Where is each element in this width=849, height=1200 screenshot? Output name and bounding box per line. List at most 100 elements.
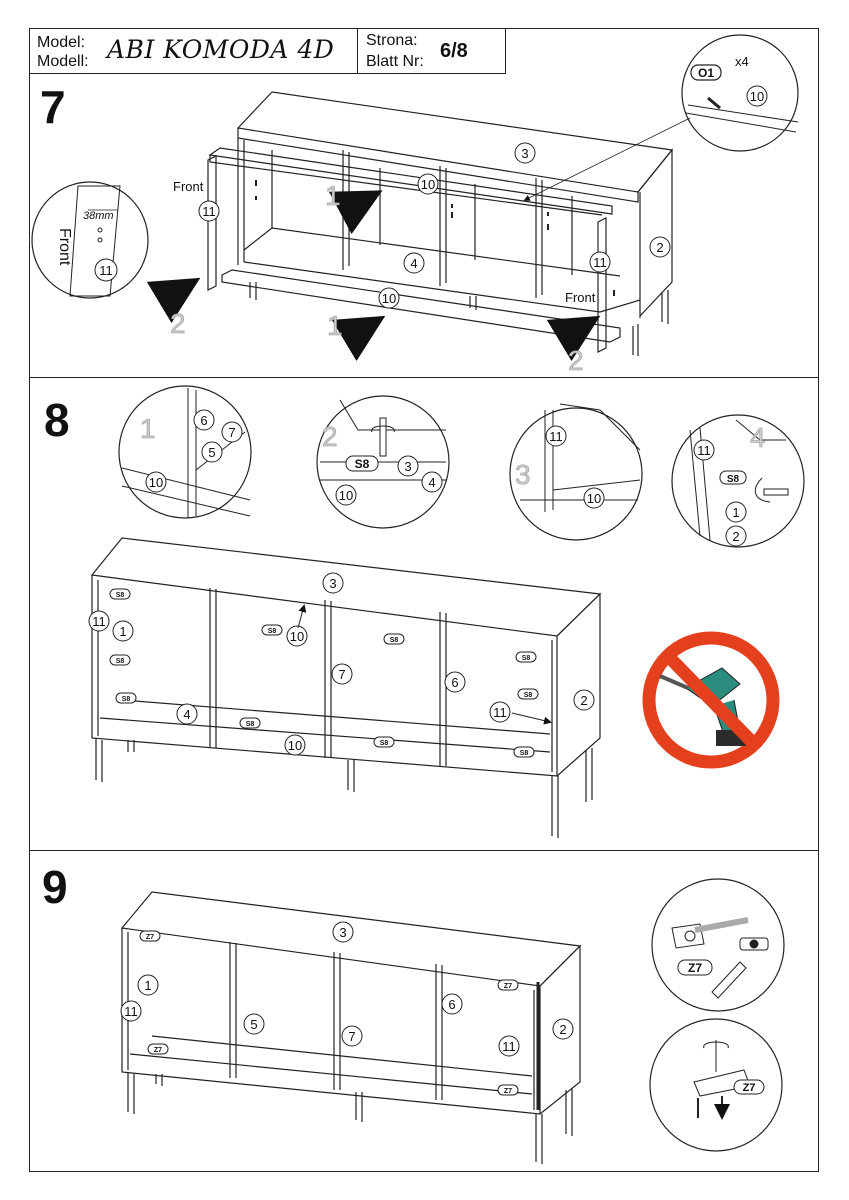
sub-step-number: 1 <box>327 310 343 341</box>
part-label: 4 <box>183 707 190 722</box>
part-label: 2 <box>732 529 739 544</box>
sub-step-number: 2 <box>170 308 186 339</box>
part-label: 4 <box>410 256 417 271</box>
part-label: 11 <box>697 443 711 458</box>
part-label: 11 <box>124 1004 138 1019</box>
section-divider <box>29 377 819 378</box>
step8-detail-circles <box>118 385 805 548</box>
hinge-code: Z7 <box>504 983 512 990</box>
part-label: 1 <box>732 505 739 520</box>
screw-code: S8 <box>524 692 533 699</box>
model-name: ABI KOMODA 4D <box>107 35 335 64</box>
hardware-detail-circle <box>523 34 799 201</box>
detail-lines <box>121 388 786 541</box>
part-label: 5 <box>250 1017 257 1032</box>
push-arrows <box>146 190 601 362</box>
part-label: 1 <box>144 978 151 993</box>
part-label: 11 <box>493 705 507 720</box>
step-number-8: 8 <box>44 394 70 446</box>
part-label: 1 <box>119 624 126 639</box>
hinge-badges <box>139 930 519 1096</box>
hinge-code: Z7 <box>743 1082 756 1094</box>
model-label: Model: <box>37 34 86 51</box>
part-label: 7 <box>338 667 345 682</box>
part-label: 11 <box>502 1039 516 1054</box>
screw-code: S8 <box>727 474 740 485</box>
screw-code: S8 <box>268 628 277 635</box>
front-label: Front <box>173 179 204 194</box>
screw-code: S8 <box>116 658 125 665</box>
screw-code: S8 <box>522 655 531 662</box>
front-detail-label: Front <box>56 228 73 266</box>
part-label: 10 <box>421 177 435 192</box>
part-label: 11 <box>202 204 216 219</box>
step-number-9: 9 <box>42 861 68 913</box>
page-label: Strona: <box>366 32 418 49</box>
sub-step-number: 2 <box>568 345 584 376</box>
screw-code: S8 <box>355 457 370 471</box>
part-label: 10 <box>288 738 302 753</box>
hinge-code: Z7 <box>154 1047 162 1054</box>
step8-cabinet-drawing <box>90 537 602 838</box>
screw-code: S8 <box>390 637 399 644</box>
hinge-code: Z7 <box>688 961 702 975</box>
screw-code: S8 <box>246 721 255 728</box>
part-label: 6 <box>451 675 458 690</box>
part-label: 10 <box>290 629 304 644</box>
part-label: 10 <box>587 491 601 506</box>
part-label: 2 <box>559 1022 566 1037</box>
front-label: Front <box>565 290 596 305</box>
part-label: 7 <box>348 1029 355 1044</box>
step-number-7: 7 <box>40 81 66 133</box>
front-detail-circle <box>31 181 149 299</box>
page-number: 6/8 <box>440 40 468 62</box>
hardware-quantity: x4 <box>735 54 749 69</box>
part-label: 11 <box>99 263 113 278</box>
screwdriver-icon <box>371 417 789 503</box>
part-label: 4 <box>428 475 435 490</box>
part-label: 2 <box>656 240 663 255</box>
sub-step-number: 2 <box>322 421 338 452</box>
model-cell: Model: Modell: ABI KOMODA 4D <box>29 28 358 74</box>
part-label: 10 <box>750 89 764 104</box>
screw-code: S8 <box>520 750 529 757</box>
part-label: 10 <box>149 475 163 490</box>
part-label: 11 <box>593 255 607 270</box>
part-label: 2 <box>580 693 587 708</box>
model-label-de: Modell: <box>37 53 89 70</box>
screw-code: S8 <box>116 592 125 599</box>
dimension-label: 38mm <box>83 210 114 222</box>
part-label: 3 <box>521 146 528 161</box>
part-label: 11 <box>549 429 563 444</box>
part-label: 11 <box>92 614 106 629</box>
page-cell: Strona: Blatt Nr: 6/8 <box>358 28 506 74</box>
screw-code: S8 <box>380 740 389 747</box>
part-label: 5 <box>208 445 215 460</box>
part-callouts-7 <box>198 142 671 309</box>
part-label: 3 <box>329 576 336 591</box>
page-frame <box>29 28 819 1172</box>
part-label: 3 <box>339 925 346 940</box>
part-callouts-9 <box>120 921 703 1105</box>
sub-step-number: 3 <box>515 459 531 490</box>
screw-code: S8 <box>122 696 131 703</box>
title-block: Model: Modell: ABI KOMODA 4D Strona: Bla… <box>29 28 506 74</box>
section-divider <box>29 850 819 851</box>
page-label-de: Blatt Nr: <box>366 53 424 70</box>
part-label: 6 <box>200 413 207 428</box>
part-label: 10 <box>339 488 353 503</box>
hinge-detail-circles <box>649 878 785 1152</box>
sub-step-number: 1 <box>325 180 341 211</box>
hinge-code: Z7 <box>146 934 154 941</box>
part-label: 3 <box>404 459 411 474</box>
part-callouts-8 <box>88 409 747 756</box>
part-label: 6 <box>448 997 455 1012</box>
screw-badges <box>109 455 747 758</box>
no-power-drill-icon <box>642 631 780 769</box>
part-label: 10 <box>382 291 396 306</box>
hardware-code-badge: O1 <box>698 66 714 80</box>
sub-step-number: 1 <box>140 413 156 444</box>
sub-step-number: 4 <box>750 422 766 453</box>
step7-cabinet-drawing <box>207 91 674 356</box>
